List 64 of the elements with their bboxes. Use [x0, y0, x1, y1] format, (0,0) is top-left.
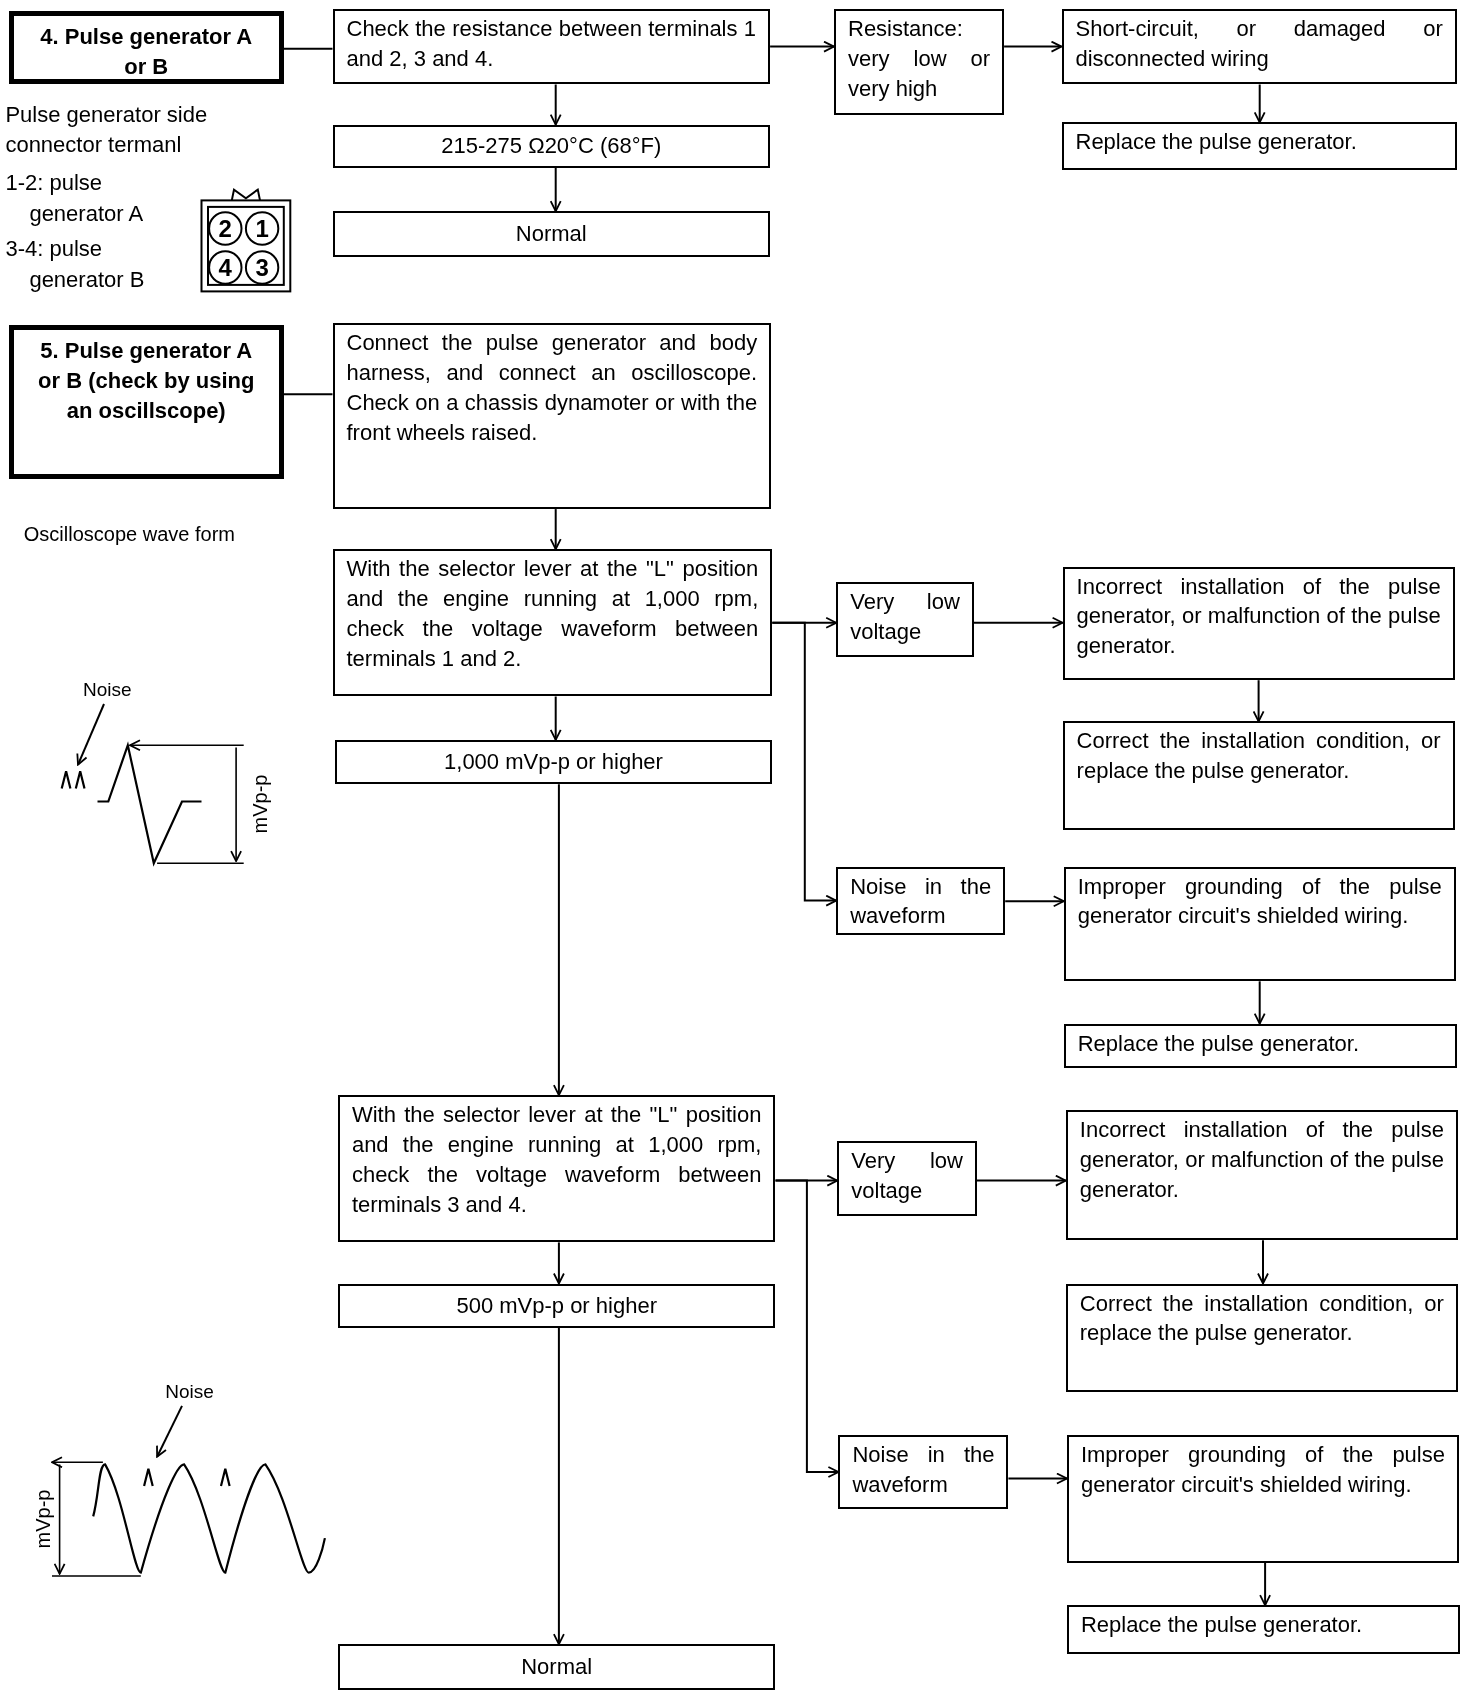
waveform-drawing: [60, 741, 202, 867]
waveform-drawing: [92, 1463, 326, 1574]
arrow: [771, 621, 838, 907]
step-box: Check the resistance between terminals 1 and 2, 3 and 4.: [332, 8, 771, 85]
arrow: [1259, 1562, 1271, 1607]
step-box: With the selector lever at the "L" position and the engine running at 1,000 rpm, check the voltage waveform between terminals 3 and 4.: [337, 1095, 776, 1243]
pin-number: 4: [218, 255, 232, 280]
step-box: Resistance: very low or very high: [834, 8, 1005, 115]
arrow: [549, 508, 562, 551]
arrow: [1252, 679, 1265, 723]
arrow: [774, 1179, 840, 1478]
step-box: Replace the pulse generator.: [1066, 1605, 1461, 1654]
arrow: [553, 783, 565, 1097]
callout-text: Noise: [154, 1378, 225, 1406]
pin-number: 2: [218, 216, 232, 241]
step-box: Connect the pulse generator and body harness, and connect an oscilloscope. Check on a chassis dynamoter or with the front wheels raised.: [332, 322, 772, 510]
step-box: Noise in the waveform: [838, 1435, 1009, 1509]
pin-description: 3-4: pulse generator B: [5, 235, 146, 294]
step-box: Improper grounding of the pulse generator circuit's shielded wiring.: [1066, 1435, 1459, 1563]
arrow: [1253, 83, 1266, 124]
pin-description: 1-2: pulse generator A: [5, 168, 145, 228]
arrow: [1253, 980, 1266, 1025]
result-box: Normal: [332, 211, 771, 257]
step-box: Correct the installation condition, or replace the pulse generator.: [1062, 721, 1455, 830]
step-box: Very low voltage: [837, 1140, 977, 1217]
result-box: 215-275 Ω20°C (68°F): [332, 124, 771, 168]
result-box: 1,000 mVp-p or higher: [334, 739, 773, 785]
step-box: Improper grounding of the pulse generator circuit's shielded wiring.: [1063, 866, 1456, 982]
arrow: [1007, 1472, 1068, 1485]
step-box: Incorrect installation of the pulse generator, or malfunction of the pulse generator.: [1065, 1110, 1458, 1241]
arrow: [1257, 1239, 1269, 1285]
section-heading-box: 5. Pulse generator A or B (check by using an oscillscope): [8, 324, 284, 479]
leader-line: [76, 703, 105, 766]
arrow: [549, 695, 562, 741]
caption: Oscilloscope wave form: [23, 521, 236, 547]
arrow: [549, 83, 562, 126]
step-box: Short-circuit, or damaged or disconnected wiring: [1061, 8, 1457, 85]
arrow: [769, 40, 835, 53]
step-box: Very low voltage: [836, 581, 974, 658]
connector-line: [282, 47, 334, 50]
arrow: [976, 1174, 1067, 1187]
leader-line: [156, 1404, 183, 1458]
dimension-label: mVp-p: [250, 774, 270, 834]
step-box: Incorrect installation of the pulse generator, or malfunction of the pulse generator.: [1062, 566, 1455, 681]
arrow: [549, 166, 562, 213]
result-box: 500 mVp-p or higher: [337, 1283, 776, 1328]
arrow: [1004, 895, 1065, 908]
arrow: [553, 1326, 565, 1646]
callout-text: Noise: [73, 677, 141, 705]
connector-caption: Pulse generator side connector termanl: [5, 100, 209, 160]
pin-number: 1: [255, 216, 269, 241]
arrow: [972, 616, 1064, 629]
pin-number: 3: [255, 255, 269, 280]
section-heading-box: 4. Pulse generator A or B: [8, 10, 284, 85]
step-box: Noise in the waveform: [836, 866, 1006, 935]
step-box: Replace the pulse generator.: [1063, 1023, 1457, 1068]
arrow: [1003, 40, 1063, 53]
result-box: Normal: [337, 1644, 776, 1690]
arrow: [553, 1241, 565, 1285]
step-box: Correct the installation condition, or replace the pulse generator.: [1065, 1283, 1458, 1392]
connector-line: [282, 393, 334, 396]
dimension-label: mVp-p: [33, 1489, 54, 1549]
step-box: With the selector lever at the "L" position and the engine running at 1,000 rpm, check the voltage waveform between terminals 1 and 2.: [332, 549, 773, 697]
step-box: Replace the pulse generator.: [1061, 122, 1457, 171]
